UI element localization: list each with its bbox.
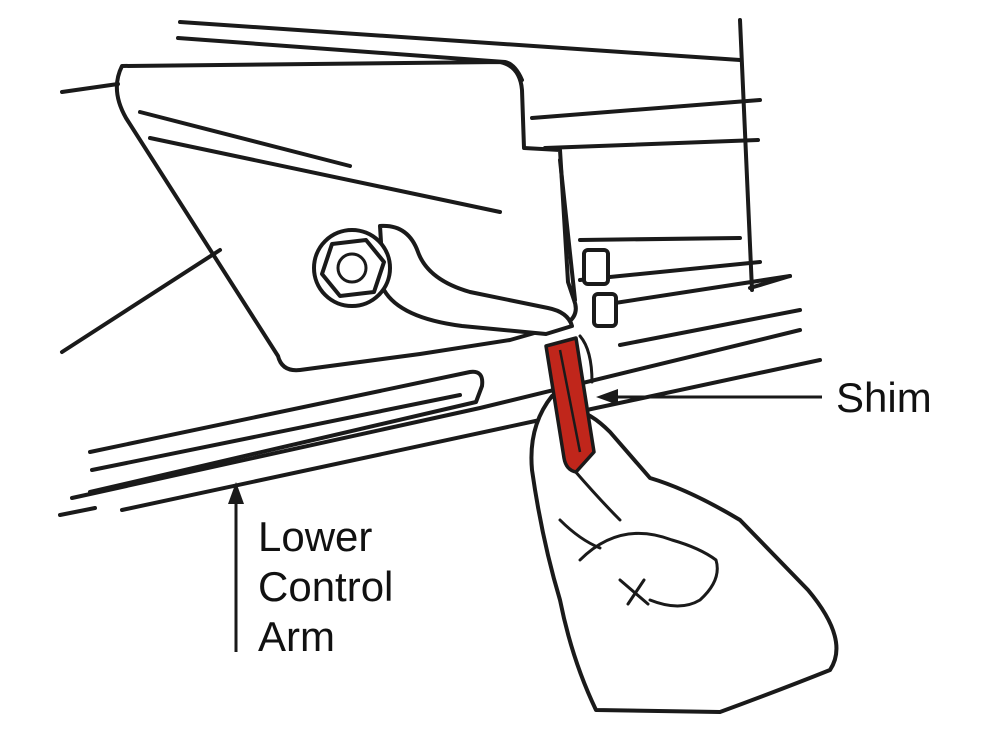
lower-control-arm-label-line1: Lower xyxy=(258,513,373,560)
bolt-head xyxy=(312,228,392,308)
lower-control-arm-callout-arrow xyxy=(228,482,244,652)
hand-icon xyxy=(529,394,839,714)
shim-callout-arrow xyxy=(596,389,822,405)
mounting-bracket xyxy=(114,60,578,373)
shim-icon xyxy=(544,334,596,474)
nuts xyxy=(582,248,618,328)
lower-control-arm-label: Lower Control Arm xyxy=(258,512,393,662)
lower-control-arm-label-line3: Arm xyxy=(258,613,335,660)
shim-label: Shim xyxy=(836,374,932,421)
lower-control-arm-label-line2: Control xyxy=(258,563,394,610)
